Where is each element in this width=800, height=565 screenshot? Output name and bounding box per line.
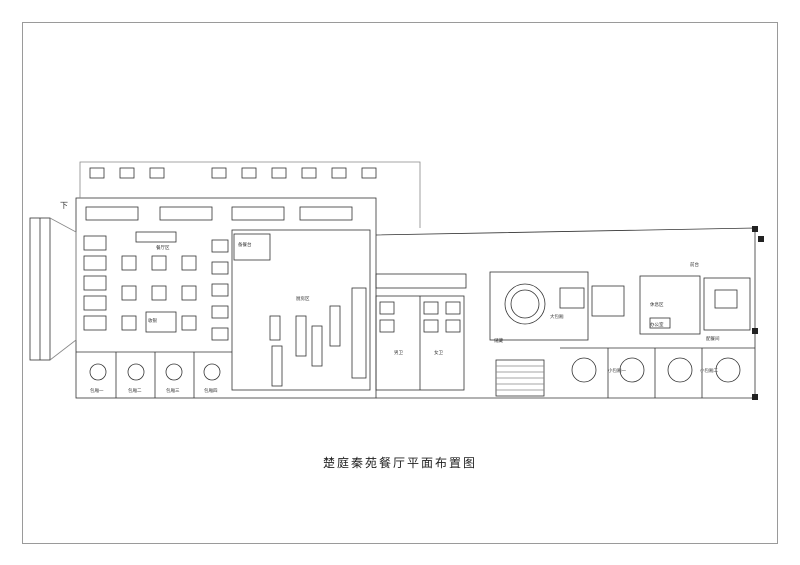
kitchen-area bbox=[231, 229, 371, 391]
terrace-outline bbox=[79, 161, 421, 228]
building-outline bbox=[75, 197, 377, 399]
svg-text:包厢四: 包厢四 bbox=[204, 387, 218, 394]
drawing-frame bbox=[22, 22, 778, 544]
svg-text:餐厅区: 餐厅区 bbox=[156, 244, 170, 251]
dining-tables bbox=[121, 255, 197, 333]
svg-text:厨房区: 厨房区 bbox=[296, 295, 310, 302]
round-tables-south bbox=[89, 363, 221, 381]
columns bbox=[752, 226, 764, 400]
stair-label: 下 bbox=[60, 201, 68, 210]
svg-text:包厢二: 包厢二 bbox=[128, 387, 142, 394]
vip-room bbox=[489, 271, 589, 341]
svg-text:包厢一: 包厢一 bbox=[90, 387, 104, 394]
svg-text:备餐台: 备餐台 bbox=[238, 241, 252, 248]
svg-text:办公室: 办公室 bbox=[650, 321, 664, 328]
left-booths bbox=[83, 235, 107, 331]
drawing-title: 楚庭秦苑餐厅平面布置图 bbox=[322, 456, 477, 470]
svg-text:大包厢: 大包厢 bbox=[550, 313, 564, 320]
svg-text:小包厢一: 小包厢一 bbox=[608, 367, 626, 374]
svg-text:储藏: 储藏 bbox=[494, 337, 503, 344]
svg-text:女卫: 女卫 bbox=[434, 349, 443, 356]
svg-text:休息区: 休息区 bbox=[650, 301, 664, 308]
svg-text:男卫: 男卫 bbox=[394, 350, 403, 356]
vip-round-table bbox=[504, 283, 546, 325]
booth-row bbox=[85, 206, 353, 221]
svg-text:收银: 收银 bbox=[148, 317, 157, 324]
svg-text:包厢三: 包厢三 bbox=[166, 387, 180, 394]
round-tables-east bbox=[571, 357, 741, 383]
terrace-tables bbox=[89, 167, 377, 179]
svg-text:前台: 前台 bbox=[690, 261, 699, 268]
svg-text:小包厢二: 小包厢二 bbox=[700, 367, 718, 374]
svg-text:配餐间: 配餐间 bbox=[706, 335, 720, 342]
building-outline-east bbox=[375, 227, 756, 399]
